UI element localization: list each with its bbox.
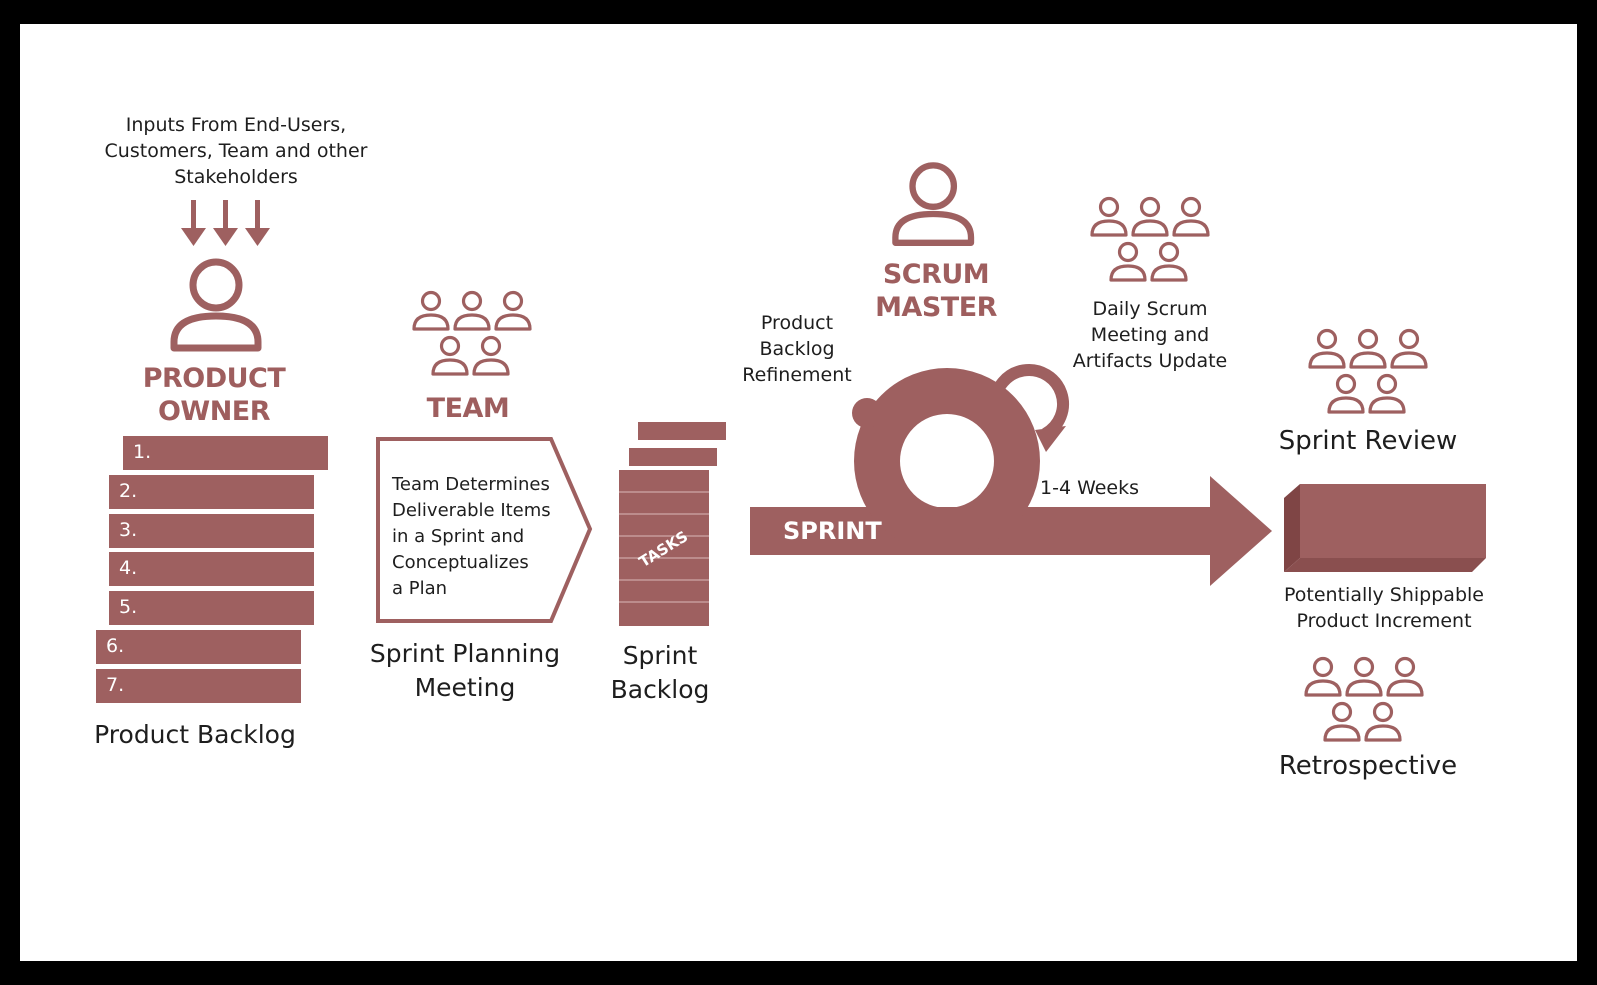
scrum-diagram: Inputs From End-Users, Customers, Team a… <box>20 24 1577 961</box>
sprint-backlog-plate <box>638 422 726 440</box>
backlog-item: 7. <box>96 669 301 703</box>
sprint-duration: 1-4 Weeks <box>1040 477 1139 499</box>
sprint-planning-label: Sprint Planning Meeting <box>369 639 561 702</box>
product-backlog-label: Product Backlog <box>94 720 296 749</box>
product-owner-title: PRODUCT OWNER <box>142 363 286 427</box>
product-owner-person-icon <box>170 258 262 352</box>
sprint-cycle: SPRINT 1-4 Weeks <box>750 364 1272 586</box>
inputs-text: Inputs From End-Users, Customers, Team a… <box>104 114 368 188</box>
backlog-item: 5. <box>109 591 314 625</box>
retrospective-group-icon <box>1304 656 1424 742</box>
team-title: TEAM <box>426 393 510 424</box>
backlog-item: 4. <box>109 552 314 586</box>
sprint-backlog-plate <box>629 448 717 466</box>
team-group-icon <box>412 290 532 376</box>
backlog-item: 6. <box>96 630 301 664</box>
backlog-item: 2. <box>109 475 314 509</box>
sprint-label: SPRINT <box>783 517 882 545</box>
increment-label: Potentially Shippable Product Increment <box>1284 584 1484 632</box>
refinement-text: Product Backlog Refinement <box>742 312 852 386</box>
tasks-stack: TASKS <box>619 470 709 626</box>
sprint-backlog-label: Sprint Backlog <box>610 641 710 704</box>
daily-scrum-group-icon <box>1090 196 1210 282</box>
sprint-planning-box-text: Team Determines Deliverable Items in a S… <box>392 474 551 599</box>
input-arrows <box>181 200 270 246</box>
daily-scrum-text: Daily Scrum Meeting and Artifacts Update <box>1072 298 1228 372</box>
scrum-master-title: SCRUM MASTER <box>875 259 997 323</box>
product-increment-block <box>1284 484 1486 572</box>
scrum-master-person-icon <box>892 162 975 246</box>
sprint-planning-box <box>376 437 593 623</box>
retrospective-label: Retrospective <box>1278 751 1458 781</box>
backlog-item: 3. <box>109 514 314 548</box>
backlog-item: 1. <box>123 436 328 470</box>
sprint-review-group-icon <box>1308 328 1428 414</box>
sprint-review-label: Sprint Review <box>1278 426 1458 456</box>
